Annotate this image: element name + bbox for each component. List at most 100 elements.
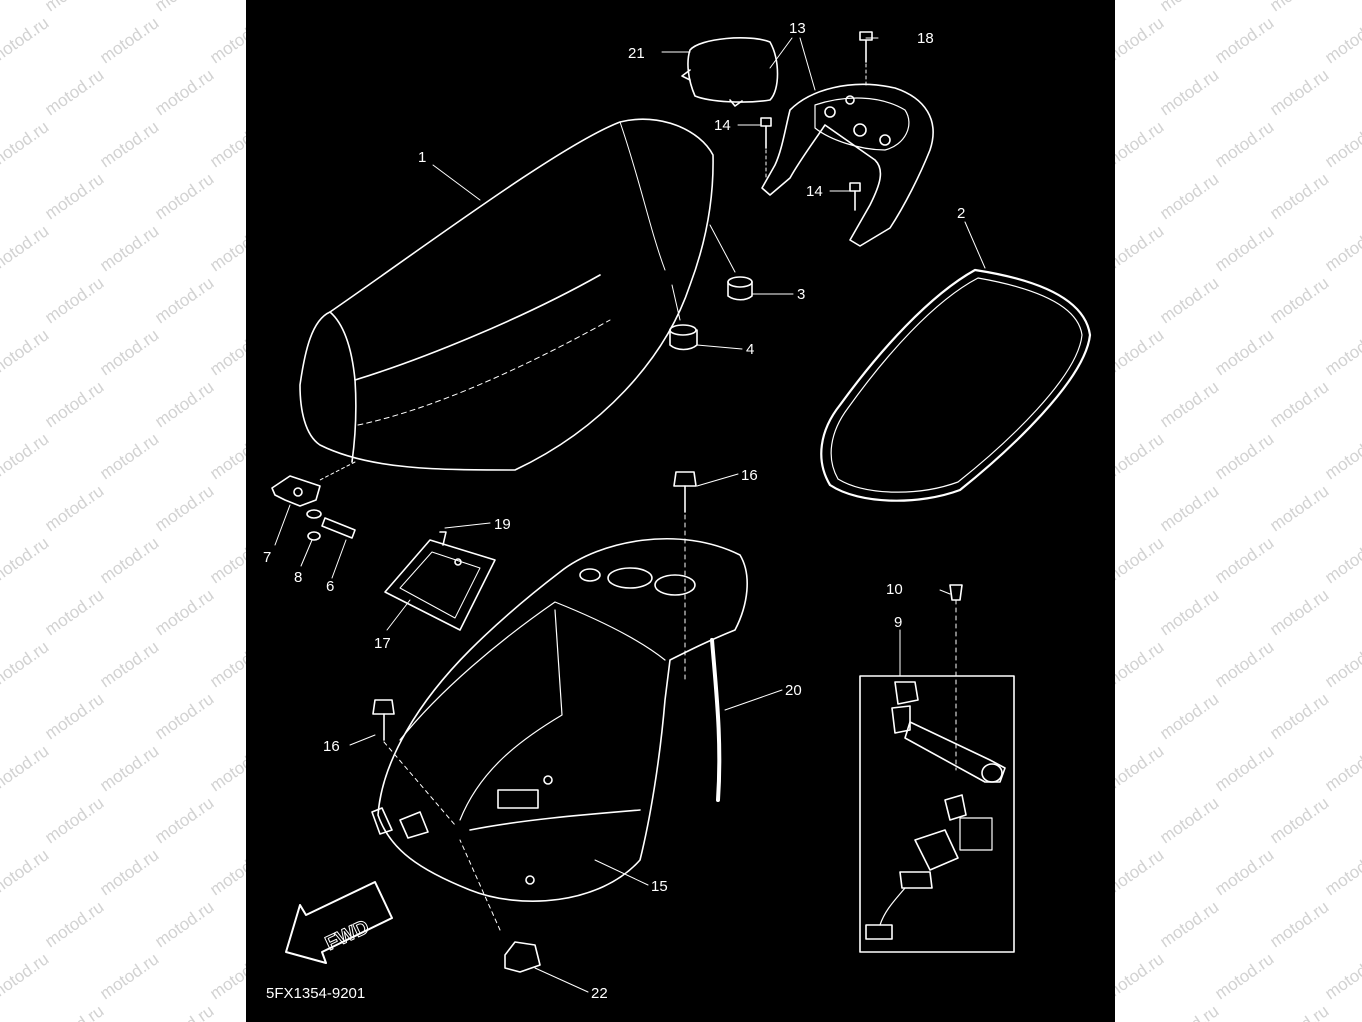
watermark-text: motod.ru bbox=[1266, 169, 1332, 223]
watermark-text: motod.ru bbox=[1156, 65, 1222, 119]
watermark-text: motod.ru bbox=[41, 793, 107, 847]
hinge-7 bbox=[271, 475, 321, 507]
watermark-text: motod.ru bbox=[1266, 65, 1332, 119]
seat-part bbox=[299, 118, 714, 471]
watermark-text: motod.ru bbox=[1321, 429, 1362, 483]
watermark-text: motod.ru bbox=[41, 689, 107, 743]
callout-7: 7 bbox=[263, 549, 271, 566]
lid-17 bbox=[384, 531, 496, 631]
callout-2: 2 bbox=[957, 205, 965, 222]
watermark-text: motod.ru bbox=[1211, 637, 1277, 691]
bolt-6 bbox=[321, 517, 356, 539]
callout-17: 17 bbox=[374, 635, 391, 652]
watermark-text: motod.ru bbox=[1211, 741, 1277, 795]
watermark-text: motod.ru bbox=[1266, 585, 1332, 639]
watermark-text: motod.ru bbox=[1211, 949, 1277, 1003]
watermark-text: motod.ru bbox=[1321, 949, 1362, 1003]
watermark-text: motod.ru bbox=[0, 949, 52, 1003]
watermark-text: motod.ru bbox=[1115, 845, 1167, 899]
watermark-text: motod.ru bbox=[1211, 325, 1277, 379]
watermark-text: motod.ru bbox=[1156, 273, 1222, 327]
watermark-text: motod.ru bbox=[151, 1001, 217, 1022]
watermark-text: motod.ru bbox=[1156, 1001, 1222, 1022]
watermark-text: motod.ru bbox=[41, 1001, 107, 1022]
watermark-text: motod.ru bbox=[0, 13, 52, 67]
watermark-text: motod.ru bbox=[1266, 793, 1332, 847]
watermark-text: motod.ru bbox=[1211, 13, 1277, 67]
watermark-text: motod.ru bbox=[1115, 13, 1167, 67]
watermark-text: motod.ru bbox=[0, 221, 52, 275]
watermark-text: motod.ru bbox=[96, 533, 162, 587]
callout-16b: 16 bbox=[323, 738, 340, 755]
hose-20 bbox=[710, 638, 722, 802]
watermark-text: motod.ru bbox=[206, 845, 246, 899]
callout-14a: 14 bbox=[714, 117, 731, 134]
watermark-text: motod.ru bbox=[1211, 221, 1277, 275]
watermark-text: motod.ru bbox=[0, 741, 52, 795]
seal-2 bbox=[820, 268, 1092, 502]
callout-6: 6 bbox=[326, 578, 334, 595]
watermark-text: motod.ru bbox=[1321, 533, 1362, 587]
watermark-text: motod.ru bbox=[206, 741, 246, 795]
fwd-arrow bbox=[285, 881, 393, 964]
watermark-text: motod.ru bbox=[96, 429, 162, 483]
watermark-text: motod.ru bbox=[0, 117, 52, 171]
callout-20: 20 bbox=[785, 682, 802, 699]
callout-18: 18 bbox=[917, 30, 934, 47]
watermark-text: motod.ru bbox=[41, 481, 107, 535]
callout-10: 10 bbox=[886, 581, 903, 598]
callout-13: 13 bbox=[789, 20, 806, 37]
watermark-text: motod.ru bbox=[96, 741, 162, 795]
parts-diagram: 1 2 3 4 6 7 8 9 10 13 14 14 15 16 16 17 … bbox=[246, 0, 1115, 1022]
watermark-text: motod.ru bbox=[206, 221, 246, 275]
collar-8 bbox=[306, 509, 322, 541]
watermark-text: motod.ru bbox=[1156, 169, 1222, 223]
watermark-text: motod.ru bbox=[206, 13, 246, 67]
watermark-text: motod.ru bbox=[41, 585, 107, 639]
watermark-text: motod.ru bbox=[96, 325, 162, 379]
watermark-text: motod.ru bbox=[151, 273, 217, 327]
exploded-view: 1 2 3 4 6 7 8 9 10 13 14 14 15 16 16 17 … bbox=[263, 20, 1092, 1002]
watermark-text: motod.ru bbox=[1115, 741, 1167, 795]
watermark-text: motod.ru bbox=[1211, 845, 1277, 899]
watermark-text: motod.ru bbox=[1266, 0, 1332, 15]
watermark-text: motod.ru bbox=[1266, 689, 1332, 743]
watermark-text: motod.ru bbox=[151, 481, 217, 535]
callout-1: 1 bbox=[418, 149, 426, 166]
callout-21: 21 bbox=[628, 45, 645, 62]
bolt-14b bbox=[849, 182, 861, 211]
watermark-text: motod.ru bbox=[1115, 949, 1167, 1003]
watermark-text: motod.ru bbox=[1115, 325, 1167, 379]
watermark-text: motod.ru bbox=[206, 429, 246, 483]
watermark-text: motod.ru bbox=[1115, 117, 1167, 171]
watermark-text: motod.ru bbox=[41, 169, 107, 223]
watermark-text: motod.ru bbox=[0, 637, 52, 691]
watermark-text: motod.ru bbox=[0, 533, 52, 587]
watermark-text: motod.ru bbox=[96, 845, 162, 899]
carrier-13 bbox=[761, 83, 934, 247]
watermark-text: motod.ru bbox=[1211, 429, 1277, 483]
watermark-text: motod.ru bbox=[206, 949, 246, 1003]
watermark-text: motod.ru bbox=[1321, 221, 1362, 275]
bolt-14a bbox=[760, 117, 772, 181]
callout-9: 9 bbox=[894, 614, 902, 631]
watermark-text: motod.ru bbox=[1321, 325, 1362, 379]
watermark-text: motod.ru bbox=[41, 0, 107, 15]
watermark-text: motod.ru bbox=[96, 221, 162, 275]
watermark-text: motod.ru bbox=[1156, 481, 1222, 535]
watermark-text: motod.ru bbox=[151, 793, 217, 847]
watermark-text: motod.ru bbox=[151, 897, 217, 951]
watermark-text: motod.ru bbox=[1115, 533, 1167, 587]
watermark-text: motod.ru bbox=[1321, 13, 1362, 67]
callout-19: 19 bbox=[494, 516, 511, 533]
watermark-text: motod.ru bbox=[1115, 429, 1167, 483]
watermark-text: motod.ru bbox=[1156, 793, 1222, 847]
watermark-text: motod.ru bbox=[1211, 117, 1277, 171]
watermark-text: motod.ru bbox=[1115, 221, 1167, 275]
diagram-code: 5FX1354-9201 bbox=[266, 985, 366, 1002]
watermark-text: motod.ru bbox=[151, 585, 217, 639]
callout-15: 15 bbox=[651, 878, 668, 895]
